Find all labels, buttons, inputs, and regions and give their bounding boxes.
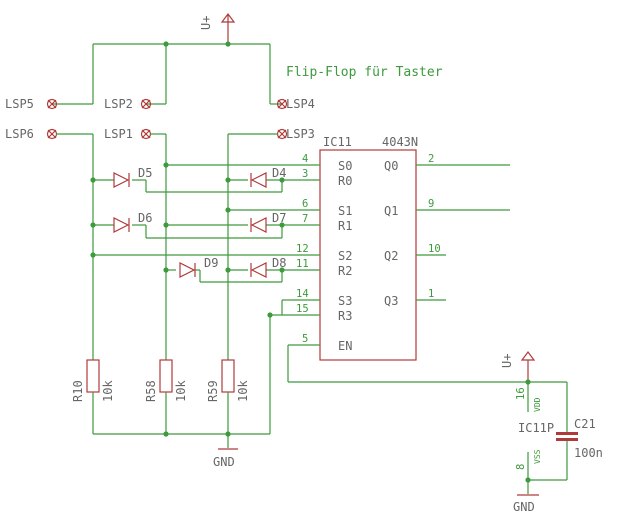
ic-name: IC11 [323, 135, 352, 149]
ic-in-r0: R0 [338, 174, 352, 188]
diode-label: D7 [272, 211, 286, 225]
connector-label: LSP2 [104, 97, 133, 111]
diode-d7: D7 [250, 211, 286, 233]
pin-number: 10 [428, 243, 441, 255]
diode-label: D4 [272, 166, 286, 180]
ic-in-s3: S3 [338, 294, 352, 308]
connector-lsp6[interactable]: LSP6 [5, 127, 58, 141]
supply-label-right: U+ [500, 354, 514, 368]
input-wires [56, 133, 278, 360]
vss-label: VSS [533, 449, 542, 464]
pin-number: 14 [296, 288, 309, 300]
pin-number: 11 [296, 258, 309, 270]
ic-4043n: IC11 4043N S0 R0 S1 R1 S2 R2 S3 R3 EN Q0… [319, 135, 418, 361]
diode-label: D6 [138, 211, 152, 225]
ic-out-q1: Q1 [384, 204, 398, 218]
top-rail [52, 41, 282, 105]
ic-out-q0: Q0 [384, 159, 398, 173]
capacitor-name: C21 [574, 417, 596, 431]
connector-label: LSP1 [104, 127, 133, 141]
ic-in-r1: R1 [338, 219, 352, 233]
connector-label: LSP3 [286, 127, 315, 141]
connector-lsp3[interactable]: LSP3 [276, 127, 315, 141]
power-part-name: IC11P [518, 421, 554, 435]
connector-lsp4[interactable]: LSP4 [276, 97, 315, 111]
resistor-name: R10 [71, 380, 85, 402]
supply-symbol-right: U+ [500, 351, 536, 382]
ic-in-s2: S2 [338, 249, 352, 263]
pin-number: 4 [302, 153, 308, 165]
pin-number: 5 [302, 333, 308, 345]
supply-label-top: U+ [199, 16, 213, 30]
pin-number: 2 [428, 153, 434, 165]
diode-d5: D5 [113, 166, 152, 188]
capacitor-c21: C21 100n [528, 381, 603, 481]
diode-d8: D8 [250, 256, 286, 278]
pin-number: 8 [515, 464, 527, 470]
ic-in-r2: R2 [338, 264, 352, 278]
schematic-title: Flip-Flop für Taster [286, 65, 443, 80]
pin-number: 3 [302, 168, 308, 180]
vdd-label: VDD [533, 397, 542, 412]
diode-d4: D4 [250, 166, 286, 188]
resistor-name: R59 [206, 380, 220, 402]
ic-in-s0: S0 [338, 159, 352, 173]
connector-lsp5[interactable]: LSP5 [5, 97, 58, 111]
resistor-value: 10k [236, 380, 250, 402]
connector-lsp2[interactable]: LSP2 [104, 97, 152, 111]
pin-number: 6 [302, 198, 308, 210]
ic-out-q2: Q2 [384, 249, 398, 263]
ground-symbol-right: GND [513, 480, 539, 514]
pin-number: 1 [428, 288, 434, 300]
resistor-value: 10k [174, 380, 188, 402]
diode-d9: D9 [179, 256, 218, 278]
capacitor-value: 100n [574, 446, 603, 460]
pin-number: 15 [296, 303, 309, 315]
supply-symbol-top: U+ [199, 13, 236, 44]
ic-in-s1: S1 [338, 204, 352, 218]
pin-number: 7 [302, 213, 308, 225]
ic-in-en: EN [338, 339, 352, 353]
pin-number: 12 [296, 243, 309, 255]
pin-number: 9 [428, 198, 434, 210]
diode-label: D8 [272, 256, 286, 270]
ic-input-pins: 4 3 6 7 12 11 14 15 5 [290, 153, 320, 346]
connector-lsp1[interactable]: LSP1 [104, 127, 152, 141]
ic-out-q3: Q3 [384, 294, 398, 308]
diode-label: D9 [204, 256, 218, 270]
connector-label: LSP5 [5, 97, 34, 111]
ground-bus-left: GND [93, 431, 270, 469]
connector-label: LSP6 [5, 127, 34, 141]
gnd-label-left: GND [213, 455, 235, 469]
power-part-ic11p: IC11P VDD VSS 16 8 [515, 379, 554, 483]
ic-in-r3: R3 [338, 309, 352, 323]
resistor-r59: R59 10k [206, 359, 250, 434]
diode-d6: D6 [113, 211, 152, 233]
resistor-r58: R58 10k [144, 359, 188, 434]
ic-part: 4043N [382, 135, 418, 149]
diode-label: D5 [138, 166, 152, 180]
logic-wiring [90, 162, 528, 434]
resistor-name: R58 [144, 380, 158, 402]
pin-number: 16 [515, 387, 527, 400]
resistor-value: 10k [101, 380, 115, 402]
connector-label: LSP4 [286, 97, 315, 111]
gnd-label-right: GND [513, 500, 535, 514]
resistor-r10: R10 10k [71, 359, 115, 434]
ic-output-pins: 2 9 10 1 [416, 153, 510, 301]
